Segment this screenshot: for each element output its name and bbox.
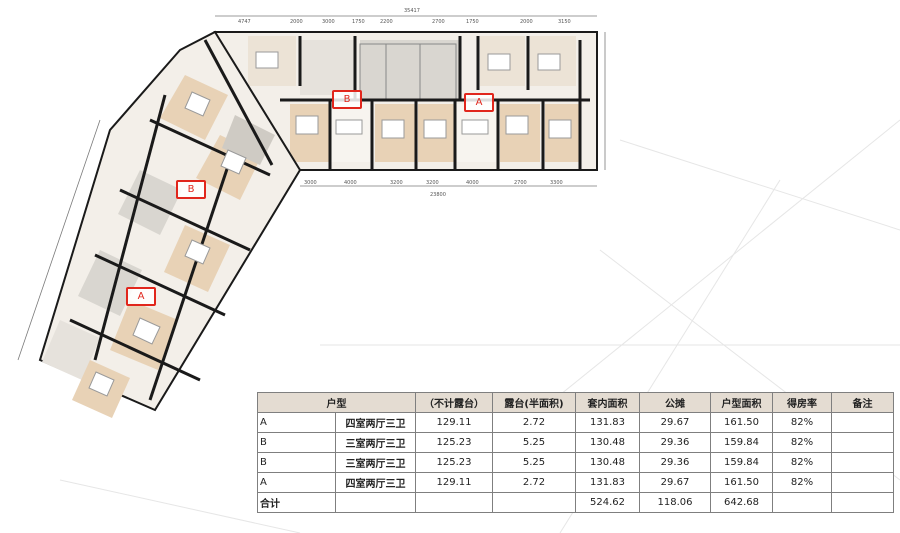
dim-bottom-5: 2700 xyxy=(514,180,527,186)
cell-empty xyxy=(335,492,416,513)
header-note: 备注 xyxy=(831,392,894,413)
cell-code: A xyxy=(257,472,336,493)
cell-total-inner-area: 524.62 xyxy=(575,492,640,513)
cell-note xyxy=(831,412,894,433)
unit-tag-a-diagonal: A xyxy=(126,287,156,306)
header-unit-area: 户型面积 xyxy=(710,392,773,413)
cell-inner-area: 131.83 xyxy=(575,412,640,433)
dim-top-3: 1750 xyxy=(352,19,365,25)
cell-terrace-half: 5.25 xyxy=(492,432,576,453)
cell-shared: 29.67 xyxy=(639,472,711,493)
cell-ratio: 82% xyxy=(772,432,832,453)
cell-shared: 29.67 xyxy=(639,412,711,433)
header-inner-area: 套内面积 xyxy=(575,392,640,413)
cell-total-unit-area: 642.68 xyxy=(710,492,773,513)
table-row: A 四室两厅三卫 129.11 2.72 131.83 29.67 161.50… xyxy=(257,472,894,493)
cell-code: A xyxy=(257,412,336,433)
cell-note xyxy=(831,472,894,493)
cell-unit-area: 159.84 xyxy=(710,432,773,453)
cell-empty xyxy=(492,492,576,513)
cell-unit-area: 161.50 xyxy=(710,412,773,433)
cell-ratio: 82% xyxy=(772,452,832,473)
dim-bottom-6: 3300 xyxy=(550,180,563,186)
dim-bottom-3: 3200 xyxy=(426,180,439,186)
dim-bottom-2: 3200 xyxy=(390,180,403,186)
dim-total-bottom: 23800 xyxy=(430,192,446,198)
cell-shared: 29.36 xyxy=(639,452,711,473)
cell-inner-area: 130.48 xyxy=(575,432,640,453)
cell-type: 四室两厅三卫 xyxy=(335,412,416,433)
cell-note xyxy=(831,432,894,453)
dim-bottom-1: 4000 xyxy=(344,180,357,186)
dim-top-5: 2700 xyxy=(432,19,445,25)
header-no-terrace: （不计露台） xyxy=(415,392,493,413)
cell-type: 三室两厅三卫 xyxy=(335,432,416,453)
cell-empty xyxy=(415,492,493,513)
cell-ratio: 82% xyxy=(772,472,832,493)
cell-ratio: 82% xyxy=(772,412,832,433)
dim-top-0: 4747 xyxy=(238,19,251,25)
dimension-lines xyxy=(17,15,606,361)
wing-diagonal xyxy=(38,30,302,418)
cell-total-label: 合计 xyxy=(257,492,336,513)
unit-tag-b-diagonal: B xyxy=(176,180,206,199)
cell-no-terrace: 125.23 xyxy=(415,432,493,453)
cell-inner-area: 131.83 xyxy=(575,472,640,493)
header-terrace-half: 露台(半面积) xyxy=(492,392,576,413)
table-row: B 三室两厅三卫 125.23 5.25 130.48 29.36 159.84… xyxy=(257,452,894,473)
cell-type: 四室两厅三卫 xyxy=(335,472,416,493)
area-table: 户型 （不计露台） 露台(半面积) 套内面积 公摊 户型面积 得房率 备注 A … xyxy=(257,392,894,513)
dim-top-6: 1750 xyxy=(466,19,479,25)
table-header-row: 户型 （不计露台） 露台(半面积) 套内面积 公摊 户型面积 得房率 备注 xyxy=(257,392,894,413)
cell-empty xyxy=(772,492,832,513)
header-shared: 公摊 xyxy=(639,392,711,413)
cell-total-shared: 118.06 xyxy=(639,492,711,513)
dim-top-2: 3000 xyxy=(322,19,335,25)
dim-top-8: 3150 xyxy=(558,19,571,25)
cell-terrace-half: 5.25 xyxy=(492,452,576,473)
wing-horizontal xyxy=(213,31,598,171)
cell-type: 三室两厅三卫 xyxy=(335,452,416,473)
dim-bottom-4: 4000 xyxy=(466,180,479,186)
dim-top-7: 2000 xyxy=(520,19,533,25)
unit-tag-a-horizontal: A xyxy=(464,93,494,112)
cell-code: B xyxy=(257,452,336,473)
cell-inner-area: 130.48 xyxy=(575,452,640,473)
cell-no-terrace: 129.11 xyxy=(415,472,493,493)
dim-total-top: 35417 xyxy=(404,8,420,14)
unit-tag-b-horizontal: B xyxy=(332,90,362,109)
cell-code: B xyxy=(257,432,336,453)
cell-note xyxy=(831,452,894,473)
table-total-row: 合计 524.62 118.06 642.68 xyxy=(257,492,894,513)
cell-unit-area: 161.50 xyxy=(710,472,773,493)
cell-unit-area: 159.84 xyxy=(710,452,773,473)
table-row: A 四室两厅三卫 129.11 2.72 131.83 29.67 161.50… xyxy=(257,412,894,433)
dim-top-4: 2200 xyxy=(380,19,393,25)
cell-terrace-half: 2.72 xyxy=(492,412,576,433)
cell-terrace-half: 2.72 xyxy=(492,472,576,493)
cell-empty xyxy=(831,492,894,513)
cell-no-terrace: 129.11 xyxy=(415,412,493,433)
table-row: B 三室两厅三卫 125.23 5.25 130.48 29.36 159.84… xyxy=(257,432,894,453)
header-ratio: 得房率 xyxy=(772,392,832,413)
cell-no-terrace: 125.23 xyxy=(415,452,493,473)
dim-bottom-0: 3000 xyxy=(304,180,317,186)
dim-top-1: 2000 xyxy=(290,19,303,25)
cell-shared: 29.36 xyxy=(639,432,711,453)
header-unit-type: 户型 xyxy=(257,392,416,413)
